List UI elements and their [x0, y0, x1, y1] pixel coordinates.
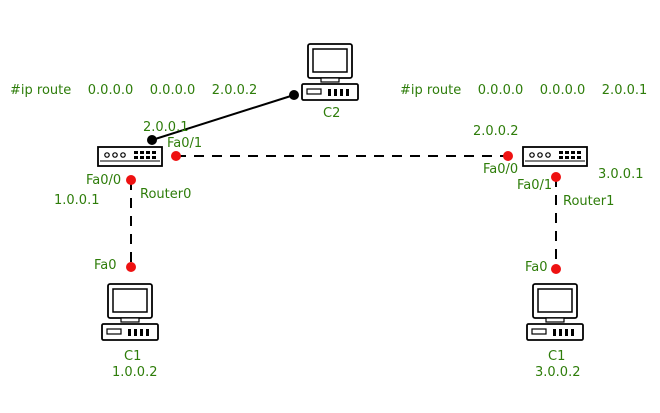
- router0-name-label: Router0: [140, 187, 191, 202]
- router1-name-label: Router1: [563, 194, 614, 209]
- c2-name-label: C2: [323, 106, 340, 121]
- router1-ip-fa00: 2.0.0.2: [473, 124, 518, 139]
- router0-icon[interactable]: [97, 146, 163, 167]
- router0-port-fa00-label: Fa0/0: [86, 173, 121, 188]
- port-dot-router1-fa01: [551, 172, 561, 182]
- c1-left-ip-label: 1.0.0.2: [112, 365, 157, 380]
- c1-right-ip-label: 3.0.0.2: [535, 365, 580, 380]
- router0-ip-fa00: 1.0.0.1: [54, 193, 99, 208]
- router1-icon[interactable]: [522, 146, 588, 167]
- port-dot-router0-c2: [147, 135, 157, 145]
- port-dot-c1-right-fa0: [551, 264, 561, 274]
- router0-port-fa01-label: Fa0/1: [167, 136, 202, 151]
- router1-ip-fa01: 3.0.0.1: [598, 167, 643, 182]
- router0-ip-to-c2: 2.0.0.1: [143, 120, 188, 135]
- port-dot-c2: [289, 90, 299, 100]
- router1-port-fa00-label: Fa0/0: [483, 162, 518, 177]
- route-command-right: #ip route 0.0.0.0 0.0.0.0 2.0.0.1: [400, 83, 647, 98]
- port-dot-router0-fa01: [171, 151, 181, 161]
- computer-c1-right-icon[interactable]: [526, 283, 584, 341]
- port-dot-router1-fa00: [503, 151, 513, 161]
- c1-right-name-label: C1: [548, 349, 565, 364]
- c1-left-name-label: C1: [124, 349, 141, 364]
- c1-right-port-label: Fa0: [525, 260, 548, 275]
- port-dot-c1-left-fa0: [126, 262, 136, 272]
- link-router0-c2: [151, 94, 295, 141]
- router1-port-fa01-label: Fa0/1: [517, 178, 552, 193]
- computer-c2-icon[interactable]: [301, 43, 359, 101]
- port-dot-router0-fa00: [126, 175, 136, 185]
- route-command-left: #ip route 0.0.0.0 0.0.0.0 2.0.0.2: [10, 83, 257, 98]
- c1-left-port-label: Fa0: [94, 258, 117, 273]
- computer-c1-left-icon[interactable]: [101, 283, 159, 341]
